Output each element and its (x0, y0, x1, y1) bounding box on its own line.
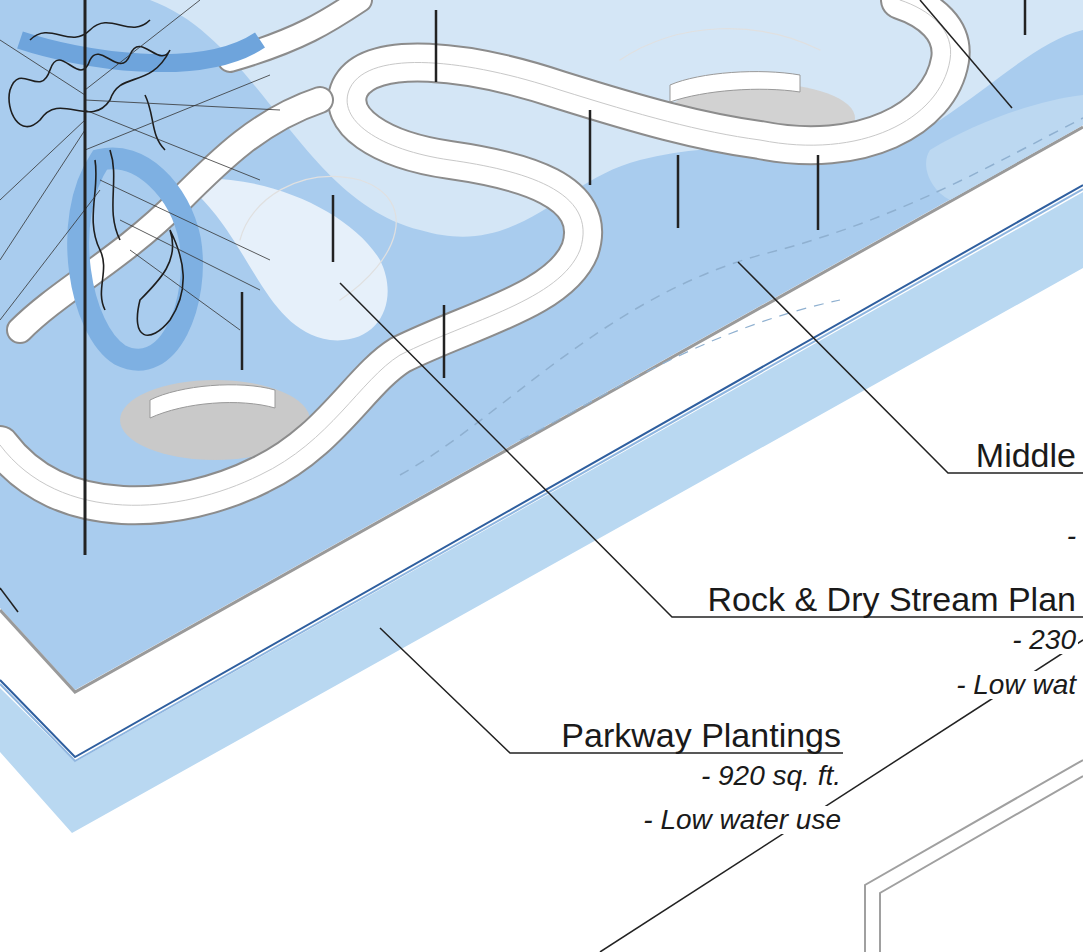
tree-branches (0, 0, 280, 330)
tree-sketch (9, 20, 183, 335)
pole (84, 0, 87, 555)
dry-stream (520, 300, 840, 440)
zone-note: - 920 sq. ft. (699, 762, 843, 790)
zone-heading: Rock & Dry Stream Plan (706, 582, 1078, 616)
blue-band (20, 40, 260, 63)
planting-platform (0, 0, 1083, 690)
zone-note: - Low wat (954, 671, 1078, 699)
zone-note: - (1065, 522, 1078, 550)
path-wall (0, 0, 951, 505)
stake (242, 0, 1025, 378)
zone-note: - 230 (1010, 626, 1078, 654)
light-zone (180, 178, 388, 340)
bench (670, 72, 800, 102)
leader-line (600, 640, 1083, 952)
zone-note: - Low water use (641, 806, 843, 834)
leader-line (0, 0, 1083, 753)
light-zone (926, 95, 1083, 200)
bench (150, 385, 275, 418)
building-outline (865, 760, 1083, 952)
zone-heading: Middle (974, 438, 1078, 472)
zone-heading: Parkway Plantings (559, 718, 843, 752)
